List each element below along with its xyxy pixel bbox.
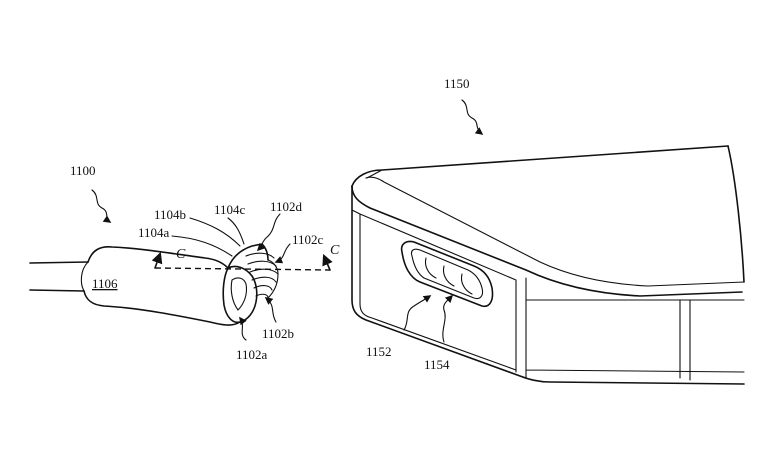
device-corner-edge (351, 185, 743, 297)
label-1102c: 1102c (292, 232, 324, 247)
tip-face-1102a (230, 277, 248, 311)
connector-tip (222, 265, 258, 324)
label-section-c-left: C (176, 247, 186, 262)
charging-port (400, 240, 494, 308)
device-right-edge (727, 145, 745, 283)
label-1152: 1152 (366, 344, 392, 359)
cable-body (29, 261, 89, 292)
label-1102b: 1102b (262, 326, 294, 341)
section-line-cc (154, 267, 331, 271)
port-contacts (424, 257, 473, 295)
label-section-c-right: C (330, 243, 340, 258)
label-1106: 1106 (92, 276, 118, 291)
device-bottom-band (351, 209, 745, 379)
device-right-band (679, 299, 691, 381)
device-top-chamfer (365, 169, 383, 179)
device-leaders (403, 99, 484, 343)
port-inner-1154 (410, 248, 484, 300)
label-1104a: 1104a (138, 225, 170, 240)
boot-edge (80, 261, 89, 292)
device-top-face (351, 145, 729, 187)
connector-leaders (91, 189, 291, 341)
section-arrow-left (151, 251, 163, 269)
label-1104b: 1104b (154, 207, 186, 222)
label-1150: 1150 (444, 76, 470, 91)
label-1100: 1100 (70, 163, 96, 178)
boot-1106 (83, 246, 241, 326)
device (351, 145, 745, 385)
label-1102d: 1102d (270, 199, 303, 214)
device-side-face (351, 185, 745, 385)
label-1102a: 1102a (236, 347, 268, 362)
device-inner-edge (365, 176, 745, 287)
label-1104c: 1104c (214, 202, 246, 217)
label-1154: 1154 (424, 357, 450, 372)
section-arrow-right (322, 253, 333, 271)
